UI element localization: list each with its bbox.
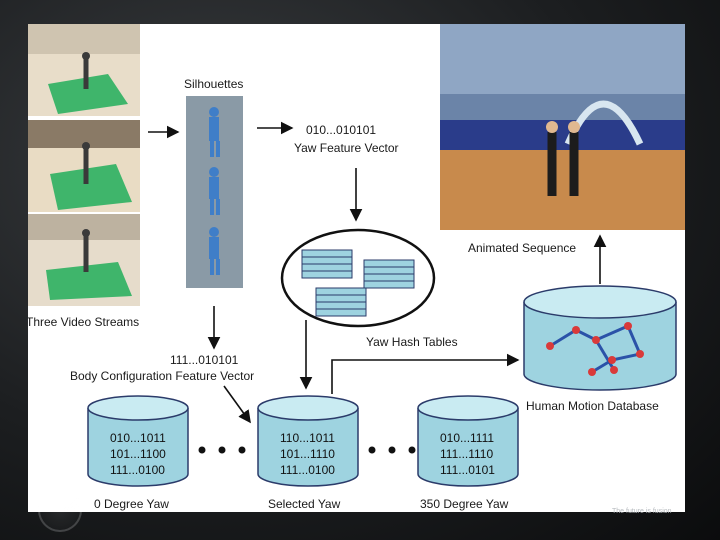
video-frame-3 (28, 214, 140, 306)
animated-sequence-render (440, 24, 685, 230)
yaw-hash-tables-label: Yaw Hash Tables (366, 335, 458, 349)
corner-logo (38, 488, 82, 532)
slide-canvas: Three Video Streams Silhouettes 010...01… (28, 24, 685, 512)
db0-bits-1: 010...1011 (110, 431, 166, 445)
yaw-vector-bits: 010...010101 (306, 123, 376, 137)
silhouettes-label: Silhouettes (184, 77, 243, 91)
body-config-title: Body Configuration Feature Vector (70, 369, 254, 383)
three-video-streams-label: Three Video Streams (28, 315, 139, 329)
hash-table-blocks (301, 249, 415, 317)
human-motion-database-label: Human Motion Database (526, 399, 659, 413)
db350-bits-2: 111...1110 (440, 447, 493, 461)
db-350-degree-yaw: 010...1111 111...1110 111...0101 (417, 395, 519, 487)
db-ellipsis-left (198, 446, 246, 454)
video-frame-1 (28, 24, 140, 116)
db0-label: 0 Degree Yaw (94, 497, 169, 511)
db350-bits-1: 010...1111 (440, 431, 494, 445)
selected-bits-2: 101...1110 (280, 447, 335, 461)
db350-bits-3: 111...0101 (440, 463, 495, 477)
yaw-vector-title: Yaw Feature Vector (294, 141, 399, 155)
selected-yaw-label: Selected Yaw (268, 497, 341, 511)
db-selected-yaw: 110...1011 101...1110 111...0100 (257, 395, 359, 487)
animated-sequence-label: Animated Sequence (468, 241, 576, 255)
human-motion-database-cylinder (523, 285, 677, 391)
arrow-selected-to-db (331, 353, 520, 394)
selected-bits-1: 110...1011 (280, 431, 335, 445)
db-ellipsis-right (368, 446, 416, 454)
selected-bits-3: 111...0100 (280, 463, 335, 477)
body-config-bits: 111...010101 (170, 353, 239, 367)
footer-caption: The future is fusion (612, 508, 672, 515)
db0-bits-2: 101...1100 (110, 447, 166, 461)
db-0-degree-yaw: 010...1011 101...1100 111...0100 (87, 395, 189, 487)
arrow-body-to-selected (223, 385, 251, 424)
db350-label: 350 Degree Yaw (420, 497, 509, 511)
silhouette-figures (209, 107, 220, 275)
system-diagram: Three Video Streams Silhouettes 010...01… (28, 24, 685, 511)
video-frame-2 (28, 120, 140, 212)
db0-bits-3: 111...0100 (110, 463, 165, 477)
